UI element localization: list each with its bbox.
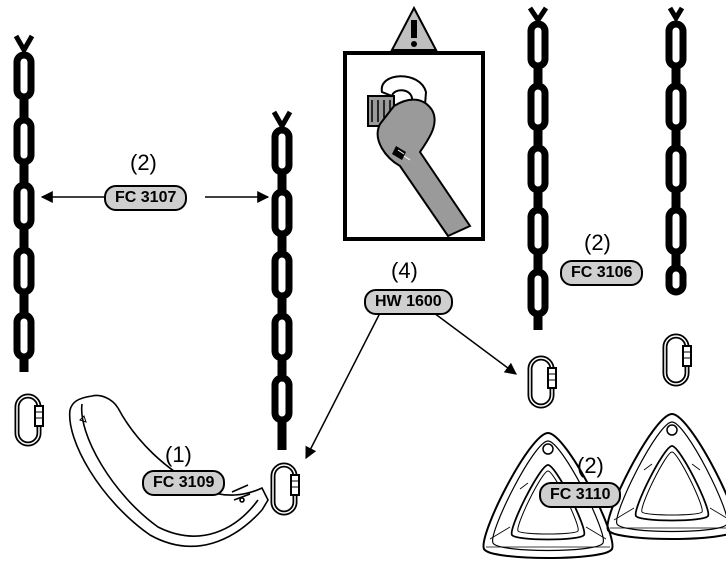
triangle-ring-icon: [606, 413, 726, 540]
wrench-icon: [367, 75, 472, 238]
hardware-qty: (4): [391, 258, 418, 283]
rings-part-number: FC 3110: [539, 482, 622, 508]
quick-link-icon: [17, 396, 43, 444]
chain-icon: [13, 34, 35, 372]
quick-link-icon: [530, 358, 556, 406]
quick-link-icon: [665, 336, 691, 384]
chain-left-part-number: FC 3107: [104, 185, 188, 211]
hardware-part-number: HW 1600: [364, 289, 453, 315]
chain-right-part-number: FC 3106: [560, 260, 644, 286]
chain-icon: [665, 6, 687, 296]
quick-link-icon: [273, 465, 299, 513]
arrows: [40, 191, 517, 460]
seat-part-number: FC 3109: [142, 470, 226, 496]
chain-right-qty: (2): [584, 230, 611, 255]
rings-qty: (2): [577, 453, 604, 478]
seat-qty: (1): [165, 442, 192, 467]
chain-icon: [271, 110, 293, 450]
chain-left-qty: (2): [130, 150, 157, 175]
chain-icon: [527, 6, 549, 330]
